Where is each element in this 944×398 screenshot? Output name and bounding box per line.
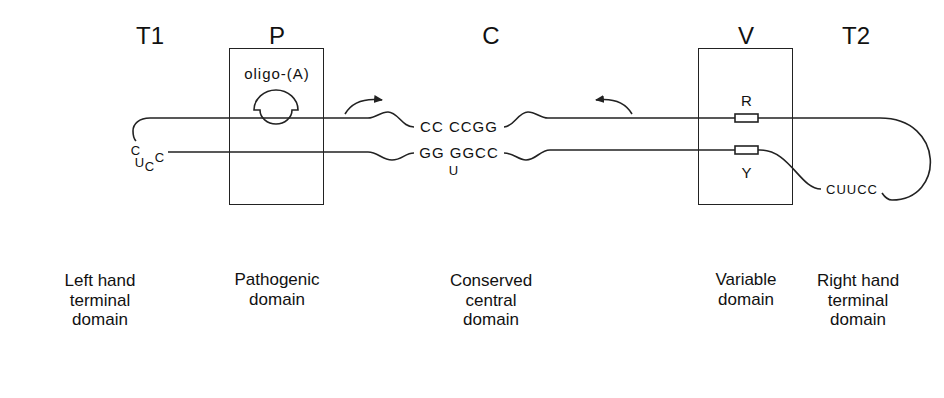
domain-name: Left hand terminal domain [50, 271, 150, 330]
domain-tag: T1 [136, 22, 164, 50]
top-strand [504, 112, 930, 200]
box-text: Y [741, 164, 752, 181]
domain-name: Right hand terminal domain [808, 271, 908, 330]
transcription-arrow [345, 100, 382, 114]
domain-box: oligo-(A) [229, 48, 324, 205]
domain-name: Variable domain [701, 270, 791, 309]
domain-box: RY [698, 48, 793, 205]
bottom-strand [168, 152, 414, 160]
sequence: CC CCGG [420, 118, 498, 135]
domain-tag: P [269, 22, 285, 50]
nucleotide: U [135, 156, 145, 171]
purine-mark [735, 114, 758, 122]
domain-tag: C [482, 22, 499, 50]
domain-name: Conserved central domain [441, 271, 541, 330]
bottom-strand [504, 150, 821, 189]
pyrimidine-mark [735, 146, 758, 154]
domain-tag: V [738, 22, 754, 50]
oligo-a-symbol [254, 90, 298, 124]
nucleotide: U [449, 164, 459, 179]
nucleotide: C [155, 151, 165, 166]
box-text: oligo-(A) [244, 65, 310, 82]
domain-name: Pathogenic domain [227, 270, 327, 309]
domain-tag: T2 [842, 22, 870, 50]
transcription-arrow [596, 100, 632, 114]
sequence: CUUCC [826, 183, 878, 198]
box-text: R [741, 92, 753, 109]
nucleotide: C [145, 160, 155, 175]
sequence: GG GGCC [419, 144, 499, 161]
left-loop [133, 118, 150, 141]
top-strand [150, 112, 414, 127]
